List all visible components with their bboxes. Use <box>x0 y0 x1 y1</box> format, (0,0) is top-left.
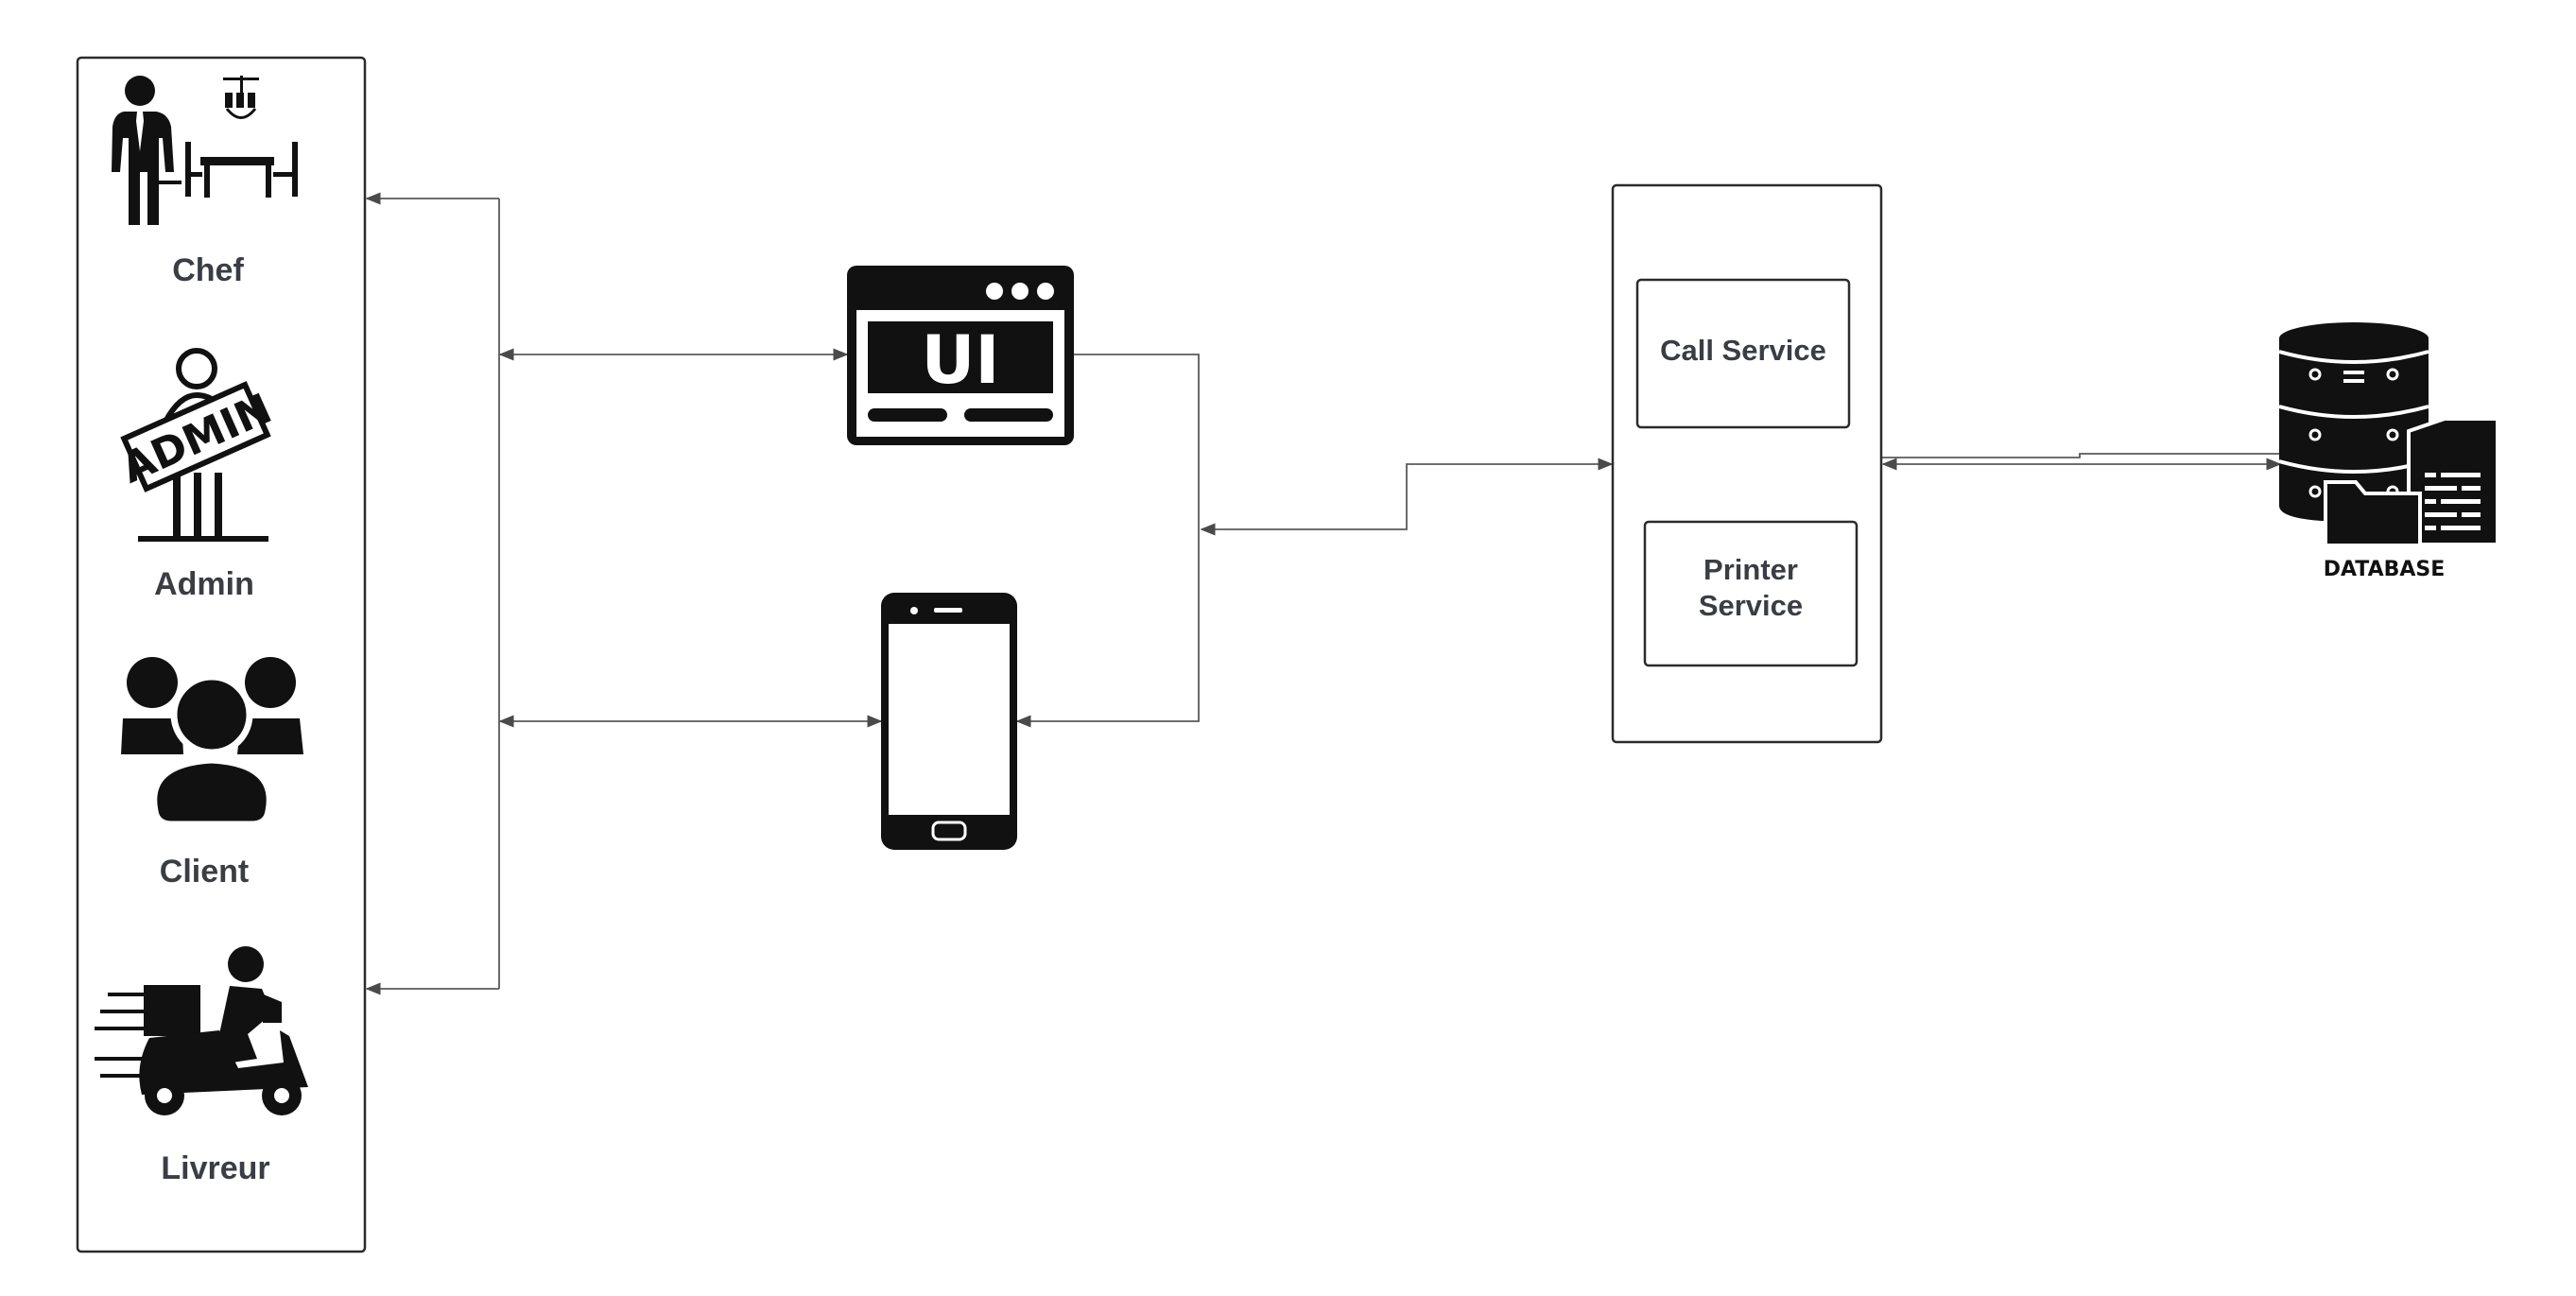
printer-service-box[interactable] <box>1643 520 1859 667</box>
backend-to-database-connector <box>1882 453 2280 458</box>
admin-label: Admin <box>154 566 254 602</box>
chef-icon <box>112 76 298 225</box>
delivery-scooter-icon <box>95 946 308 1115</box>
printer-service-label-line1: Printer <box>1703 553 1798 586</box>
junction-to-mobile-connector <box>1015 529 1200 728</box>
junction-backend-connector <box>1200 458 1614 536</box>
call-service-label: Call Service <box>1660 334 1826 367</box>
client-label: Client <box>160 854 249 890</box>
database-icon <box>2278 322 2499 547</box>
web-ui-icon: UI <box>847 266 1074 445</box>
web-ui-text: UI <box>922 321 1000 399</box>
livreur-label: Livreur <box>161 1150 269 1186</box>
database-label: DATABASE <box>2324 558 2446 581</box>
client-icon <box>121 657 303 828</box>
actors-panel[interactable] <box>76 56 367 1253</box>
ui-to-junction-connector <box>1074 354 1200 529</box>
chef-label: Chef <box>172 252 244 288</box>
call-service-box[interactable] <box>1635 278 1851 429</box>
mobile-phone-icon <box>881 593 1017 850</box>
printer-service-label-line2: Service <box>1699 589 1803 622</box>
actor-bus-connector <box>365 192 500 995</box>
